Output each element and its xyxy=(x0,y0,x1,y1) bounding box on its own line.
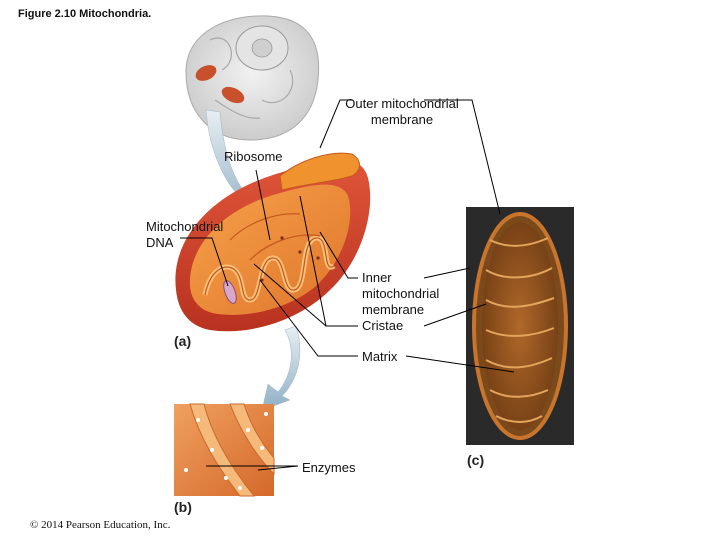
panel-label-a: (a) xyxy=(174,333,192,349)
leader-outer-membrane xyxy=(319,99,352,149)
panel-label-c: (c) xyxy=(467,452,485,468)
zoom-arrow-lower xyxy=(261,325,301,411)
leader-matrix-a xyxy=(259,279,358,357)
label-inner-membrane: Inner mitochondrial membrane xyxy=(362,270,440,317)
leader-lines xyxy=(180,99,515,471)
leader-inner-membrane-a xyxy=(319,231,358,279)
label-matrix: Matrix xyxy=(362,349,398,364)
electron-micrograph xyxy=(466,207,574,445)
leader-inner-membrane-c xyxy=(423,267,471,279)
cell-thumbnail xyxy=(185,15,320,141)
leader-enzymes-2 xyxy=(257,465,299,471)
leader-ribosome xyxy=(255,169,271,241)
label-enzymes: Enzymes xyxy=(302,460,356,475)
label-ribosome: Ribosome xyxy=(224,149,283,164)
enzyme-zoom-panel xyxy=(174,403,275,497)
label-mito-dna: Mitochondrial DNA xyxy=(146,219,224,250)
label-cristae: Cristae xyxy=(362,318,404,333)
leader-cristae-c xyxy=(423,303,487,327)
panel-label-b: (b) xyxy=(174,499,192,515)
figure-title: Figure 2.10 Mitochondria. xyxy=(18,8,152,20)
leader-outer-membrane-c xyxy=(424,99,501,215)
leader-mito-dna xyxy=(180,237,229,287)
leader-matrix-c xyxy=(405,355,515,373)
copyright-notice: © 2014 Pearson Education, Inc. xyxy=(30,519,171,531)
leader-cristae-a2 xyxy=(299,195,327,327)
mitochondrion-cutaway xyxy=(175,152,371,332)
label-outer-membrane: Outer mitochondrial membrane xyxy=(345,96,459,127)
